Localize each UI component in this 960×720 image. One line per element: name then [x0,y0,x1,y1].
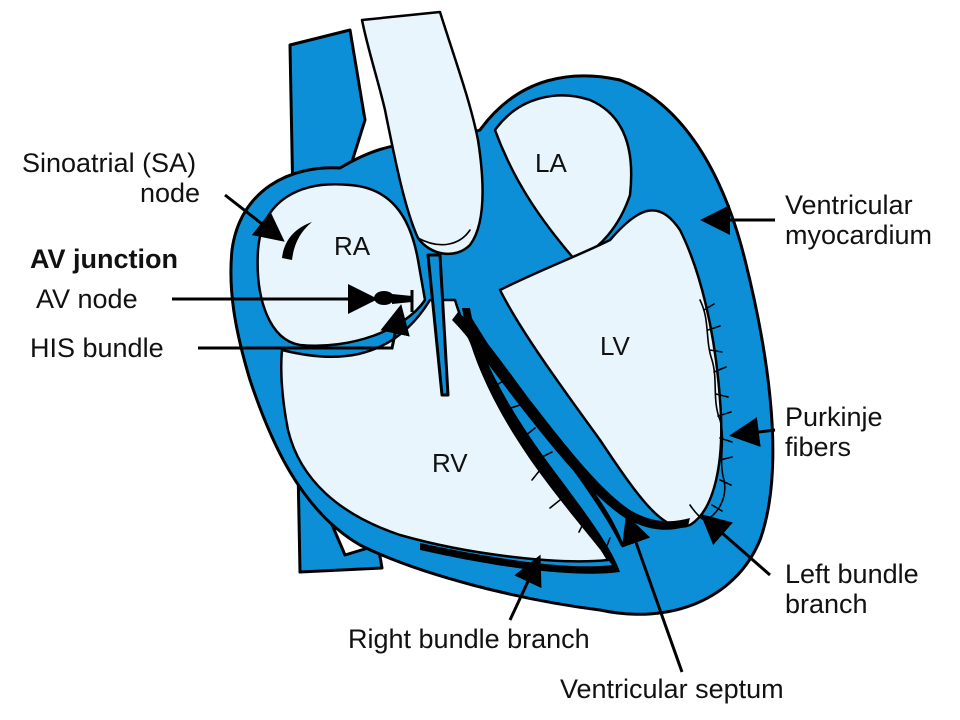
right-bundle-leader [508,554,542,621]
label-his-bundle: HIS bundle [30,333,164,363]
label-rv: RV [432,448,468,478]
interatrial-septum [426,253,450,397]
label-left-bundle-line1: Left bundle [785,559,919,589]
sa-node [282,222,312,260]
left-atrium-cavity [493,94,633,262]
left-bundle-leader [700,514,771,577]
label-left-bundle-line2: branch [785,589,868,619]
label-lv: LV [600,331,631,361]
label-sa-node-line1: Sinoatrial (SA) [22,148,196,178]
sa-node-leader [224,193,285,242]
label-ventricular-myocardium-line1: Ventricular [785,190,913,220]
his-bundle [392,294,412,304]
label-ventricular-septum: Ventricular septum [560,674,784,704]
left-ventricle-cavity [498,209,723,528]
label-purkinje-line2: fibers [785,432,851,462]
septum-leader [621,514,684,673]
right-bundle-branch-band [420,308,620,574]
label-la: LA [535,148,567,178]
aortic-valve-line [417,229,471,246]
label-av-node: AV node [36,284,138,314]
label-av-junction: AV junction [30,244,178,274]
label-sa-node-line2: node [140,178,200,208]
aorta [360,10,484,256]
his-bundle-leader [198,304,410,350]
purkinje-leader [729,417,776,447]
label-purkinje-line1: Purkinje [785,402,883,432]
label-right-bundle-branch: Right bundle branch [348,624,590,654]
av-node [374,291,394,305]
label-ventricular-myocardium-line2: myocardium [785,220,932,250]
label-ra: RA [334,231,371,261]
